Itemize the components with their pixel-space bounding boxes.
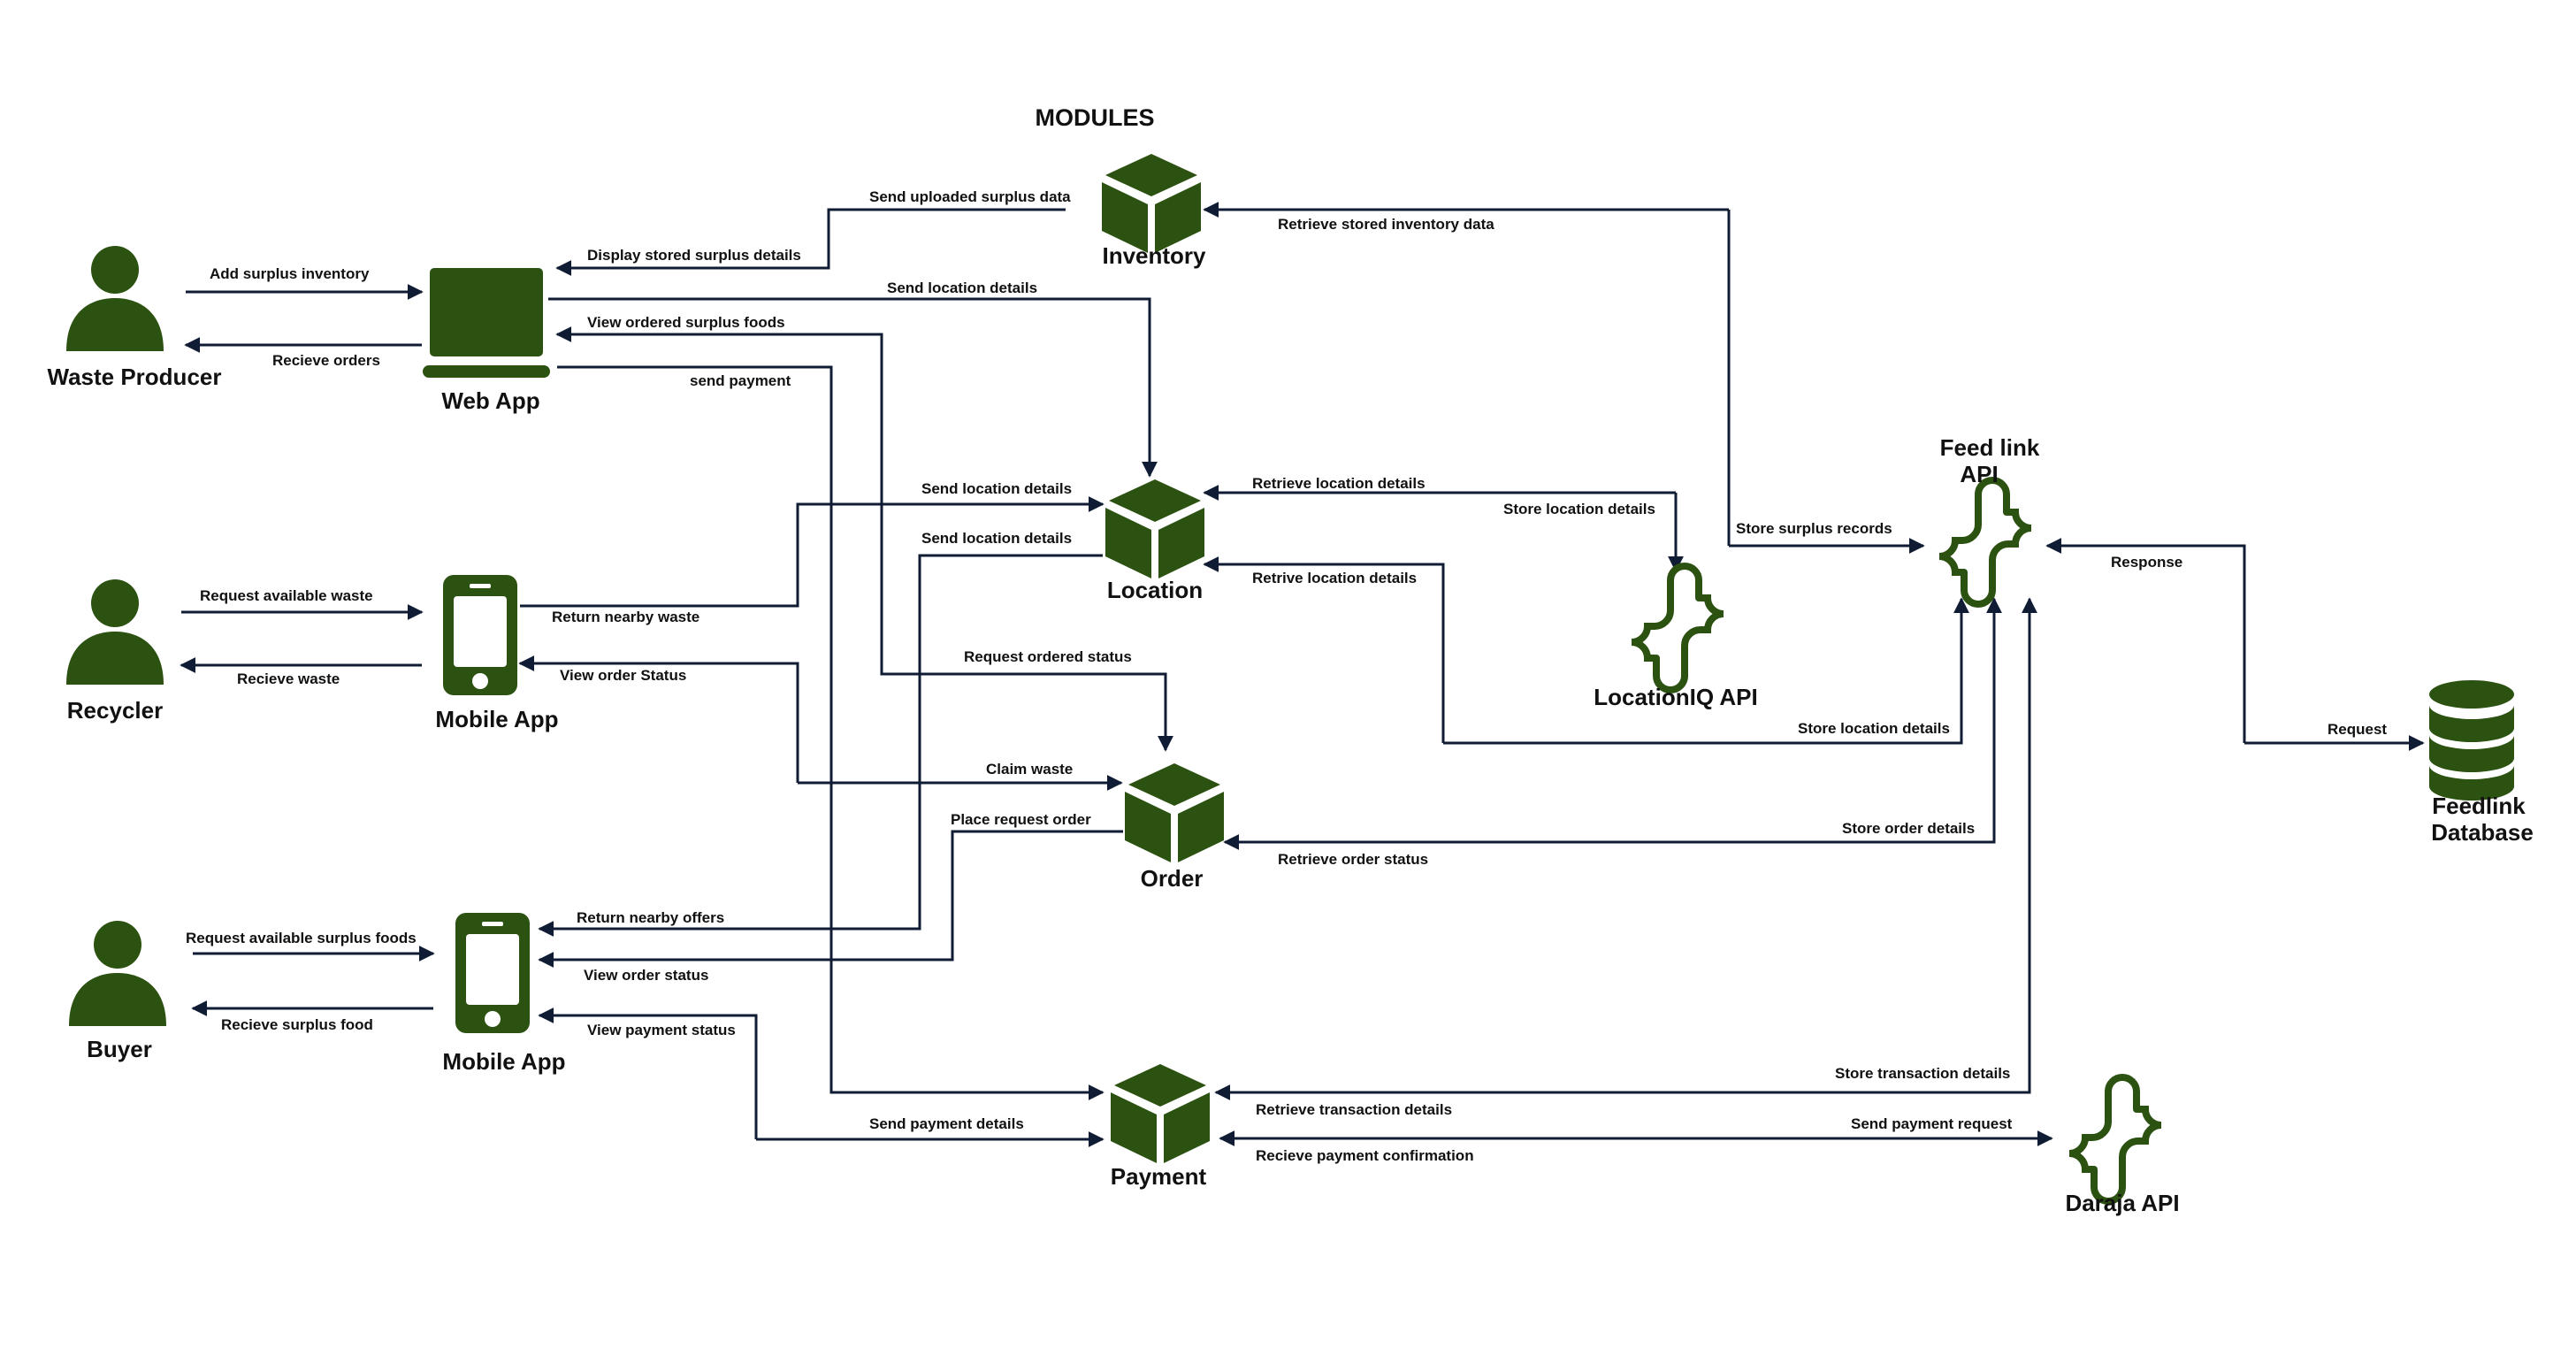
node-label-location: Location	[1107, 577, 1203, 603]
node-label-mobile-app-buyer: Mobile App	[442, 1048, 565, 1075]
node-label-web-app: Web App	[441, 387, 539, 414]
label-response: Response	[2111, 554, 2182, 571]
cube-icon	[1111, 1064, 1210, 1163]
label-send-uploaded-surplus: Send uploaded surplus data	[869, 188, 1071, 205]
node-feedlink-api: Feed link API	[1939, 434, 2040, 604]
node-label-feedlink-api-line2: API	[1960, 461, 1998, 487]
edge-web-send-location	[548, 297, 1158, 478]
cube-icon	[1102, 154, 1201, 253]
cube-icon	[1105, 479, 1204, 578]
node-web-app: Web App	[423, 268, 550, 414]
node-mobile-app-buyer: Mobile App	[442, 913, 566, 1075]
edge-store-location-feedlink	[1443, 597, 1969, 745]
person-icon	[66, 579, 164, 685]
label-buyer-send-location: Send location details	[921, 530, 1072, 547]
label-store-transaction: Store transaction details	[1835, 1065, 2010, 1082]
node-label-recycler: Recycler	[67, 697, 163, 724]
edge-display-stored-surplus	[555, 208, 1066, 276]
node-label-payment: Payment	[1111, 1163, 1207, 1190]
label-store-location-iq: Store location details	[1503, 501, 1655, 517]
node-recycler: Recycler	[66, 579, 164, 724]
edge-response	[2045, 538, 2246, 743]
label-add-surplus-inventory: Add surplus inventory	[210, 265, 370, 282]
node-label-mobile-app-recycler: Mobile App	[435, 706, 558, 732]
person-icon	[66, 246, 164, 351]
api-link-icon	[2069, 1077, 2161, 1201]
node-waste-producer: Waste Producer	[48, 246, 222, 390]
laptop-icon	[423, 268, 550, 378]
label-recieve-waste: Recieve waste	[237, 670, 340, 687]
label-retrieve-transaction: Retrieve transaction details	[1256, 1101, 1452, 1118]
label-return-nearby-offers: Return nearby offers	[577, 909, 724, 926]
node-payment: Payment	[1111, 1064, 1210, 1190]
phone-icon	[455, 913, 530, 1033]
label-send-payment: send payment	[690, 372, 791, 389]
label-view-order-status-recycler: View order Status	[560, 667, 686, 684]
node-label-feedlink-api-line1: Feed link	[1940, 434, 2040, 461]
node-mobile-app-recycler: Mobile App	[435, 575, 559, 732]
node-label-order: Order	[1141, 865, 1204, 892]
node-feedlink-database: Feedlink Database	[2429, 680, 2534, 846]
node-label-daraja-api: Daraja API	[2065, 1190, 2179, 1216]
label-retrieve-location: Retrieve location details	[1252, 475, 1426, 492]
edge-send-payment	[557, 365, 1105, 1100]
label-request-available-surplus-foods: Request available surplus foods	[186, 930, 417, 946]
edge-recycler-send-location	[520, 496, 1105, 608]
edge-labels: Add surplus inventory Recieve orders Dis…	[186, 188, 2387, 1164]
node-locationiq-api: LocationIQ API	[1594, 566, 1758, 710]
phone-icon	[443, 575, 517, 695]
diagram-title: MODULES	[1036, 104, 1155, 131]
label-store-order-details: Store order details	[1842, 820, 1975, 837]
label-request-available-waste: Request available waste	[200, 587, 373, 604]
label-display-stored-surplus: Display stored surplus details	[587, 247, 801, 264]
label-recycler-send-location: Send location details	[921, 480, 1072, 497]
label-return-nearby-waste: Return nearby waste	[552, 609, 699, 625]
database-icon	[2429, 680, 2514, 801]
node-location: Location	[1105, 479, 1204, 603]
node-label-waste-producer: Waste Producer	[48, 364, 222, 390]
label-view-ordered-surplus: View ordered surplus foods	[587, 314, 785, 331]
node-order: Order	[1125, 763, 1224, 892]
label-store-location-feedlink: Store location details	[1798, 720, 1950, 737]
label-claim-waste: Claim waste	[986, 761, 1073, 778]
label-send-payment-request: Send payment request	[1851, 1115, 2013, 1132]
label-view-payment-status: View payment status	[587, 1022, 736, 1038]
api-link-icon	[1632, 566, 1724, 690]
label-recieve-orders: Recieve orders	[272, 352, 380, 369]
edge-view-order-status-buyer	[538, 830, 1123, 968]
label-retrieve-order-status: Retrieve order status	[1278, 851, 1428, 868]
cube-icon	[1125, 763, 1224, 862]
node-daraja-api: Daraja API	[2065, 1077, 2180, 1216]
api-link-icon	[1939, 480, 2031, 604]
node-label-locationiq-api: LocationIQ API	[1594, 684, 1757, 710]
label-send-payment-details: Send payment details	[869, 1115, 1024, 1132]
edge-retrive-location	[1203, 556, 1445, 743]
node-label-feedlink-database-line1: Feedlink	[2432, 793, 2526, 819]
label-recieve-surplus-food: Recieve surplus food	[221, 1016, 373, 1033]
label-store-surplus-records: Store surplus records	[1736, 520, 1892, 537]
label-place-request-order: Place request order	[951, 811, 1091, 828]
label-request-ordered-status: Request ordered status	[964, 648, 1132, 665]
edges-layer	[180, 202, 2425, 1147]
node-inventory: Inventory	[1102, 154, 1206, 269]
label-view-order-status-buyer: View order status	[584, 967, 708, 984]
edge-view-order-status-recycler	[518, 655, 799, 783]
person-icon	[69, 921, 166, 1026]
node-buyer: Buyer	[69, 921, 166, 1062]
label-web-send-location: Send location details	[887, 280, 1037, 296]
edge-view-payment-status	[538, 1007, 758, 1139]
edge-store-transaction	[1216, 597, 2037, 1094]
node-label-feedlink-database-line2: Database	[2431, 819, 2534, 846]
label-retrive-location: Retrive location details	[1252, 570, 1417, 586]
label-request: Request	[2328, 721, 2387, 738]
node-label-inventory: Inventory	[1102, 242, 1206, 269]
node-label-buyer: Buyer	[87, 1036, 152, 1062]
edge-return-nearby-offers	[538, 554, 1103, 937]
label-recieve-payment-confirmation: Recieve payment confirmation	[1256, 1147, 1474, 1164]
edge-request-ordered-status	[882, 672, 1173, 752]
label-retrieve-stored-inventory: Retrieve stored inventory data	[1278, 216, 1494, 233]
